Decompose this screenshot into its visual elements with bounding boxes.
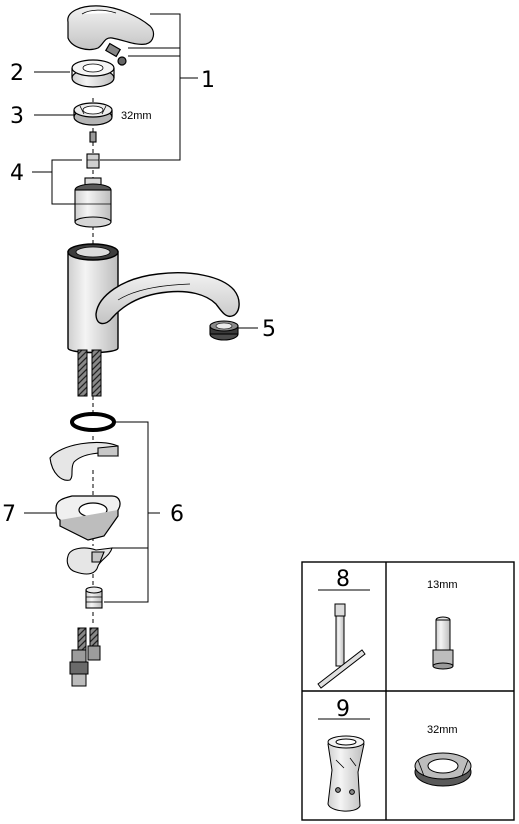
nut-size-label: 32mm	[121, 110, 152, 122]
cap-ring	[71, 59, 115, 88]
callout-5: 5	[262, 317, 276, 342]
supply-hoses	[77, 349, 102, 397]
leader-1	[100, 13, 198, 161]
lever-handle	[67, 5, 155, 66]
tools-table	[301, 561, 515, 821]
fastening-bracket	[66, 547, 113, 575]
callout-4: 4	[10, 161, 24, 186]
tubular-wrench-tool	[327, 735, 365, 812]
callout-2: 2	[10, 61, 24, 86]
socket-13mm-icon	[432, 616, 454, 670]
tool-size-32mm: 32mm	[427, 724, 458, 736]
rubber-washer	[49, 441, 119, 481]
cartridge-nut	[73, 102, 113, 126]
metal-plate	[55, 495, 121, 541]
callout-7: 7	[2, 502, 16, 527]
threaded-nut	[85, 586, 103, 609]
leader-6	[104, 421, 160, 603]
faucet-body	[67, 243, 240, 354]
callout-3: 3	[10, 104, 24, 129]
o-ring	[70, 412, 116, 432]
t-handle-key-tool	[317, 603, 366, 689]
nut-32mm-icon	[414, 752, 472, 787]
cartridge-assembly	[74, 131, 112, 228]
tool-number-8: 8	[336, 567, 350, 592]
hose-fittings	[69, 627, 101, 687]
tool-number-9: 9	[336, 697, 350, 722]
leader-lines	[24, 13, 258, 626]
callout-1: 1	[201, 68, 215, 93]
leader-4	[32, 159, 82, 205]
tool-size-13mm: 13mm	[427, 579, 458, 591]
aerator	[209, 320, 239, 341]
callout-6: 6	[170, 502, 184, 527]
